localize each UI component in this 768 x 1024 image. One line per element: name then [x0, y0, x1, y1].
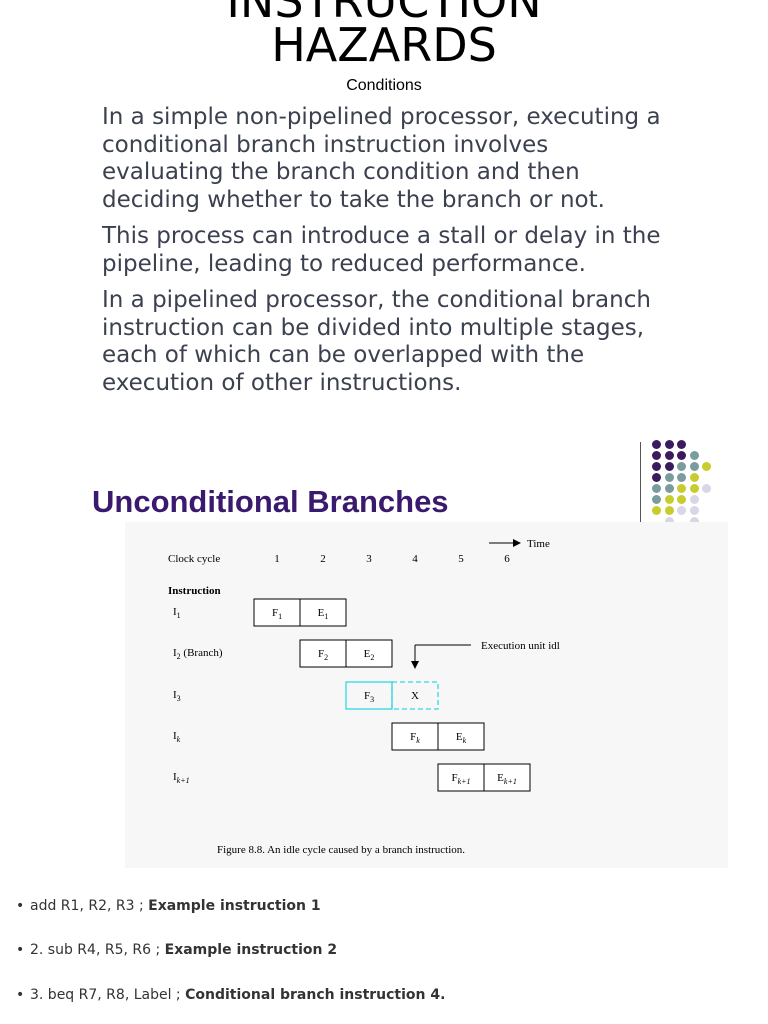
- decorative-dot: [664, 473, 674, 482]
- decorative-dot: [652, 462, 661, 471]
- decorative-dot: [702, 462, 711, 471]
- decorative-dot: [689, 517, 699, 526]
- bullet-item-2: • 2. sub R4, R5, R6 ; Example instruction…: [16, 942, 337, 958]
- cycle-label-2: 2: [320, 553, 326, 565]
- bullet-dot-icon: •: [16, 898, 25, 914]
- clock-cycle-label: Clock cycle: [168, 553, 220, 565]
- stage-label-2-2: E2: [364, 648, 375, 662]
- bullet-item-3: • 3. beq R7, R8, Label ; Conditional bran…: [16, 987, 445, 1003]
- decorative-dot: [689, 462, 699, 471]
- bullet-dot-icon: •: [16, 942, 25, 958]
- stage-box-1-2: [299, 598, 347, 627]
- page-title-line-1: INSTRUCTION: [226, 0, 542, 28]
- cycle-label-4: 4: [412, 553, 418, 565]
- decorative-dot: [677, 440, 686, 449]
- decorative-dot: [689, 495, 699, 504]
- decorative-dot: [677, 506, 686, 515]
- decorative-dot: [652, 473, 661, 482]
- bullet-dot-icon: •: [16, 987, 25, 1003]
- decorative-dot: [664, 484, 674, 493]
- decorative-dot: [689, 473, 699, 482]
- stage-box-2-2: [345, 639, 393, 668]
- decorative-dot: [677, 462, 686, 471]
- paragraph-1: In a simple non-pipelined processor, exe…: [102, 104, 661, 213]
- decorative-dot: [664, 440, 674, 449]
- stage-label-1-2: E1: [318, 607, 329, 621]
- figure-caption: Figure 8.8. An idle cycle caused by a br…: [217, 844, 465, 856]
- cycle-label-6: 6: [504, 553, 510, 565]
- stage-box-4-1: [391, 722, 439, 751]
- stage-label-2-1: F2: [318, 648, 328, 662]
- row-label-3: I3: [173, 689, 181, 703]
- bullet-bold: Conditional branch instruction 4.: [185, 987, 446, 1003]
- cycle-label-3: 3: [366, 553, 372, 565]
- bullet-item-1: • add R1, R2, R3 ; Example instruction 1: [16, 898, 321, 914]
- annotation-text: Execution unit idl: [481, 640, 560, 652]
- paragraph-2: This process can introduce a stall or de…: [102, 223, 661, 277]
- decorative-dot: [652, 451, 661, 460]
- bullet-normal: add R1, R2, R3 ;: [30, 898, 149, 914]
- stage-label-4-2: Ek: [456, 731, 467, 745]
- row-label-2: I2 (Branch): [173, 647, 223, 661]
- bullet-bold: Example instruction 1: [148, 898, 321, 914]
- decorative-dot: [652, 440, 661, 449]
- decorative-dot: [652, 495, 661, 504]
- stage-box-2-1: [299, 639, 347, 668]
- stage-label-3-2: X: [411, 690, 419, 702]
- pipeline-figure: Time Clock cycle 1 2 3 4 5 6 Instruction I1 F1…: [125, 522, 728, 868]
- body-text: In a simple non-pipelined processor, exe…: [102, 104, 662, 430]
- paragraph-3: In a pipelined processor, the conditiona…: [102, 287, 651, 396]
- decorative-dot: [689, 451, 699, 460]
- instruction-header: Instruction: [168, 585, 221, 597]
- page-title-line-2: HAZARDS: [271, 18, 497, 72]
- decorative-dot: [677, 495, 686, 504]
- stage-box-5-2: [483, 763, 531, 792]
- page-subtitle: Conditions: [346, 77, 422, 94]
- decorative-dot: [664, 506, 674, 515]
- stage-box-4-2: [437, 722, 485, 751]
- bullet-normal: 2. sub R4, R5, R6 ;: [30, 942, 165, 958]
- decorative-divider: [640, 442, 641, 544]
- cycle-label-1: 1: [274, 553, 280, 565]
- stage-label-1-1: F1: [272, 607, 282, 621]
- decorative-dot: [677, 451, 686, 460]
- pipeline-diagram: Time Clock cycle 1 2 3 4 5 6 Instruction I1 F1…: [168, 538, 560, 856]
- decorative-dot: [702, 484, 711, 493]
- decorative-dot: [664, 451, 674, 460]
- stage-label-3-1: F3: [364, 690, 374, 704]
- bullet-normal: 3. beq R7, R8, Label ;: [30, 987, 186, 1003]
- cycle-labels: 1 2 3 4 5 6: [274, 553, 510, 565]
- decorative-dot: [677, 484, 686, 493]
- decorative-dot: [652, 484, 661, 493]
- decorative-dot: [652, 506, 661, 515]
- slide-image: Unconditional Branches Time Clock cycle …: [52, 432, 728, 868]
- stage-box-3-2: [391, 681, 439, 710]
- decorative-dot: [689, 484, 699, 493]
- decorative-dot: [689, 506, 699, 515]
- decorative-dot: [677, 473, 686, 482]
- row-label-4: Ik: [173, 730, 181, 744]
- stage-label-4-1: Fk: [410, 731, 420, 745]
- decorative-dot: [664, 462, 674, 471]
- slide-title: Unconditional Branches: [92, 484, 449, 519]
- decorative-dot: [664, 517, 674, 526]
- decorative-dot: [664, 495, 674, 504]
- cycle-label-5: 5: [458, 553, 464, 565]
- row-label-1: I1: [173, 606, 181, 620]
- time-label: Time: [527, 538, 550, 550]
- row-label-5: Ik+1: [173, 771, 190, 785]
- bullet-bold: Example instruction 2: [164, 942, 338, 958]
